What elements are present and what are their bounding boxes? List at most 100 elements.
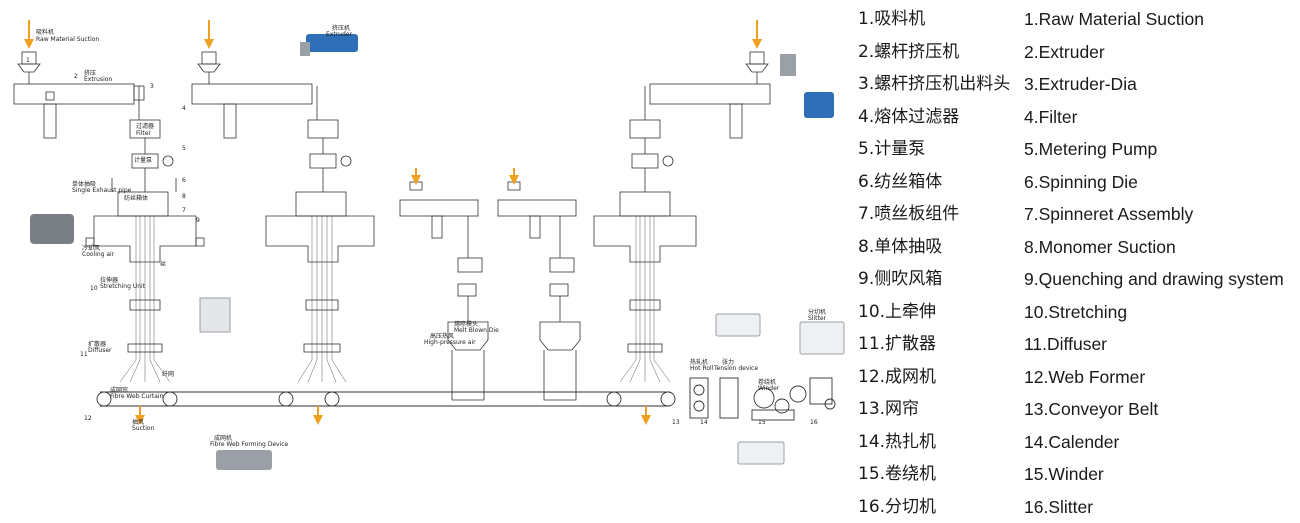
label-extruder-en: Extruder [326,31,352,38]
legend-en-2: 2.Extruder [1024,41,1105,62]
legend-en-12: 12.Web Former [1024,366,1146,387]
label-extrusion-zh: 挤压 [84,69,96,77]
legend-en-6: 6.Spinning Die [1024,171,1138,192]
legend-zh-10: 10.上牵伸 [858,301,937,322]
ann-13: 13 [672,419,680,426]
label-former-zh: 成网机 [214,434,232,442]
ann-16: 16 [810,419,818,426]
label-stretch-en: Stretching Unit [100,283,146,290]
legend-zh-13: 13.网帘 [858,399,920,419]
meltblown-line-2 [497,168,581,401]
ann-8: 8 [182,193,186,200]
legend-zh-7: 7.喷丝板组件 [858,204,960,224]
label-curtain-zh: 成网帘 [110,386,128,394]
legend-zh-6: 6.纺丝箱体 [858,171,943,192]
part-numbers: 1 2 3 4 5 6 7 8 9 10 11 12 13 14 15 16 [26,57,818,426]
label-diffuser-zh: 扩散器 [88,340,106,348]
extruder-2 [191,83,313,105]
ann-14: 14 [700,419,708,426]
ann-11: 11 [80,351,88,358]
extruder-photo-right [780,54,834,118]
legend-zh-2: 2.螺杆挤压机 [858,41,960,62]
legend-zh-11: 11.扩散器 [858,334,937,354]
spunbond-line-2 [191,20,375,383]
label-exhaust-zh: 单体抽吸 [72,180,96,188]
legend-zh-5: 5.计量泵 [858,139,926,159]
label-tension-en: Tension device [713,365,758,372]
label-suction-zh: 抽风 [132,418,144,426]
label-extruder-zh: 挤压机 [332,24,350,32]
process-diagram: 吸料机 Raw Material Suction 挤压 Extrusion 过滤… [13,20,845,470]
legend-en-16: 16.Slitter [1024,496,1094,517]
legend-en-5: 5.Metering Pump [1024,139,1158,159]
label-suction-en: Suction [132,425,155,432]
label-winder-en: Winder [758,385,780,392]
ann-9: 9 [196,217,200,224]
slitter [789,385,807,403]
conveyor-belt [96,377,836,425]
legend-zh-16: 16.分切机 [858,496,937,517]
label-hotroll-en: Hot Roll [690,365,714,372]
extruder-photo [300,34,358,56]
label-exhaust-en: Single Exhaust pipe [72,187,132,194]
meltblown-filter-1 [457,257,483,273]
label-fibre-zh: 丝 [160,260,166,268]
label-hp-en: High-pressure air [424,339,476,346]
label-hotroll-zh: 热轧机 [690,358,708,366]
diffuser-1 [127,343,163,353]
legend-zh-12: 12.成网机 [858,366,937,387]
metering-pump-2 [309,153,337,169]
label-extrusion-en: Extrusion [84,76,112,83]
label-stretch-zh: 拉伸器 [100,276,118,284]
legend-zh-1: 1.吸料机 [858,9,926,29]
label-slitter-en: Slitter [808,315,827,322]
label-cooling-zh: 冷却风 [82,244,100,252]
label-raw-suction-en: Raw Material Suction [36,36,99,43]
stretching-unit-1 [129,299,161,311]
legend-en-14: 14.Calender [1024,431,1120,452]
extruder-3 [649,83,771,105]
filter-2 [307,119,339,139]
ann-15: 15 [758,419,766,426]
spunbond-line-3 [593,20,771,383]
legend-en-11: 11.Diffuser [1024,334,1108,354]
legend-zh-8: 8.单体抽吸 [858,236,943,257]
legend-en-1: 1.Raw Material Suction [1024,9,1204,29]
spinning-die-2 [295,191,347,217]
melt-blown-die-1 [447,321,489,351]
ann-2: 2 [74,73,78,80]
legend-en-4: 4.Filter [1024,106,1078,127]
ann-12: 12 [84,415,92,422]
label-pump-zh: 计量泵 [134,156,152,164]
ann-3: 3 [150,83,154,90]
winder [753,387,775,409]
label-slitter-zh: 分切机 [808,308,826,316]
label-melt-en: Melt Blown Die [454,327,499,334]
ann-7: 7 [182,207,186,214]
ann-6: 6 [182,177,186,184]
label-filter-en: Filter [136,130,151,137]
extruder-1 [13,83,135,105]
equipment-photos [30,214,845,470]
tension-device [719,377,739,419]
legend-en-8: 8.Monomer Suction [1024,236,1176,257]
label-tension-zh: 张力 [722,358,734,366]
calender [689,377,709,419]
legend-zh-3: 3.螺杆挤压机出料头 [858,74,1011,94]
ann-4: 4 [182,105,186,112]
label-raw-suction-zh: 吸料机 [36,28,54,36]
legend-zh-15: 15.卷绕机 [858,464,937,484]
legend-zh-4: 4.熔体过滤器 [858,106,960,127]
legend-zh-9: 9.侧吹风箱 [858,269,943,289]
label-spinbox-zh: 纺丝箱体 [124,194,148,202]
ann-10: 10 [90,285,98,292]
label-hp-zh: 高压热风 [430,332,454,340]
label-winder-zh: 卷绕机 [758,378,776,386]
legend-en-13: 13.Conveyor Belt [1024,399,1159,419]
label-fibre-web-zh: 纤网 [162,370,174,378]
legend-en-7: 7.Spinneret Assembly [1024,204,1194,224]
annotations: 吸料机 Raw Material Suction 挤压 Extrusion 过滤… [36,24,827,448]
meltblown-extruder-1 [399,199,479,217]
ann-1: 1 [26,57,30,64]
ann-5: 5 [182,145,186,152]
